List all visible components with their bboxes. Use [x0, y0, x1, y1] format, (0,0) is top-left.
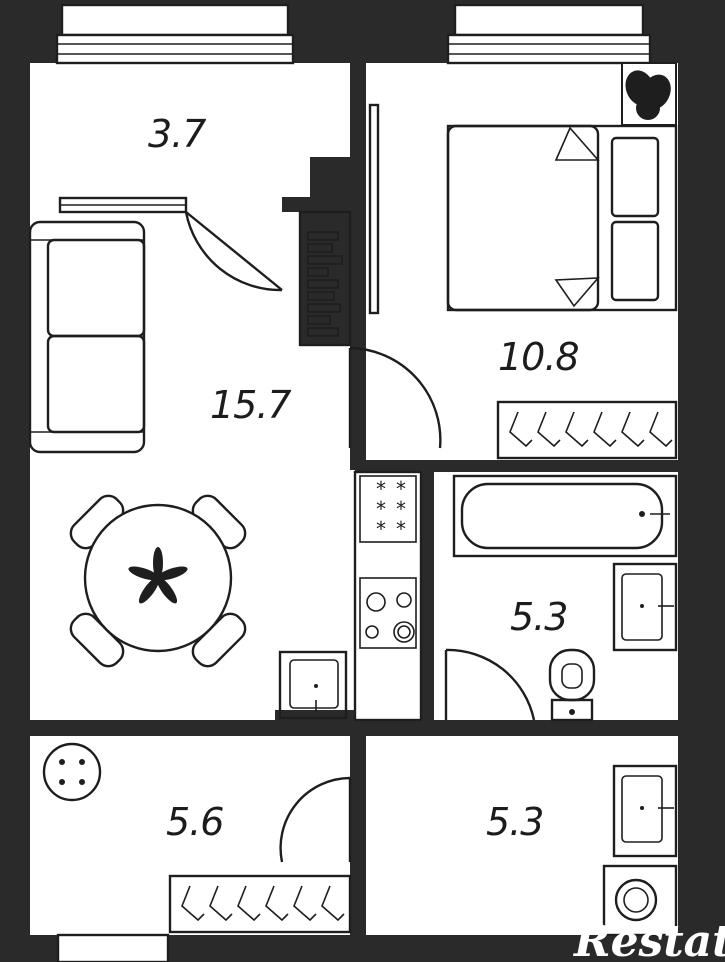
dining-set [69, 494, 247, 668]
svg-text:*: * [396, 477, 406, 501]
balcony-floor [30, 63, 350, 212]
door-balcony [184, 211, 283, 292]
windows [55, 3, 652, 962]
svg-text:*: * [376, 517, 386, 541]
label-bedroom-area: 10.8 [498, 335, 579, 379]
flower-decor-icon [128, 547, 188, 604]
label-bathroom-area: 5.3 [510, 595, 567, 639]
bookshelf [298, 210, 352, 347]
plant-icon [621, 62, 677, 126]
bathroom-floor [434, 472, 678, 720]
doors [184, 211, 536, 863]
svg-text:*: * [376, 477, 386, 501]
hallway-table [42, 742, 102, 802]
hallway-floor [30, 736, 350, 935]
room-labels: 3.7 15.7 10.8 5.3 5.6 5.3 [148, 112, 580, 844]
label-living-area: 15.7 [210, 383, 291, 427]
bed [446, 124, 678, 312]
label-utility-area: 5.3 [486, 800, 543, 844]
label-balcony-area: 3.7 [148, 112, 206, 156]
wardrobe-hallway [168, 874, 352, 934]
hob-icon: ** ** ** [376, 477, 406, 541]
svg-text:*: * [396, 517, 406, 541]
room-floors [30, 63, 678, 935]
svg-text:*: * [396, 497, 406, 521]
door-bathroom [444, 648, 536, 721]
toilet [548, 648, 596, 722]
utility-floor [366, 736, 678, 935]
window-balcony-inner [58, 196, 188, 214]
bathroom-sink [612, 562, 678, 652]
window-top-left [55, 3, 295, 65]
utility-sink [612, 764, 678, 858]
sofa [28, 220, 146, 454]
door-bedroom [348, 346, 442, 449]
window-top-right [446, 3, 652, 65]
watermark: Restate [572, 916, 725, 962]
window-bedroom-side [368, 103, 380, 315]
door-hallway [279, 776, 352, 863]
wardrobe-bedroom [496, 400, 678, 460]
window-bottom-left [56, 933, 170, 962]
bathtub [452, 474, 678, 558]
svg-text:*: * [376, 497, 386, 521]
washing-machine [602, 864, 678, 937]
label-hallway-area: 5.6 [166, 800, 223, 844]
kitchen-floor [355, 472, 421, 720]
bedroom-floor [366, 63, 678, 460]
kitchen-unit: ** ** ** [278, 470, 423, 722]
